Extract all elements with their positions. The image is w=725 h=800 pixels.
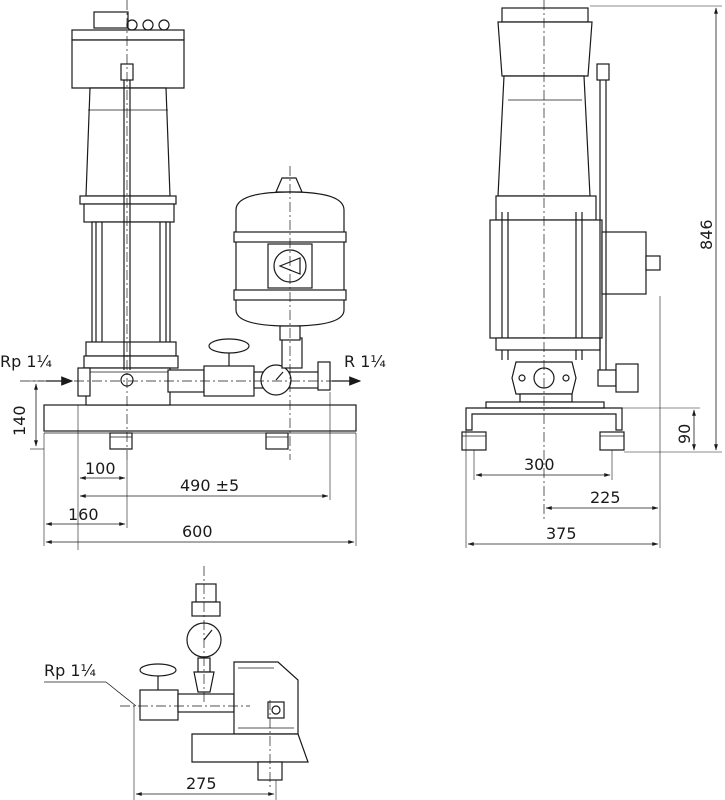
pump-hydraulic bbox=[83, 221, 179, 406]
dim-90: 90 bbox=[675, 424, 694, 444]
inlet-label: Rp 1¼ bbox=[0, 352, 52, 371]
dim-225: 225 bbox=[590, 488, 621, 507]
dim-600: 600 bbox=[182, 522, 213, 541]
front-view: Rp 1¼ R 1¼ 140 100 490 ±5 160 600 bbox=[0, 0, 386, 550]
dim-160: 160 bbox=[68, 505, 99, 524]
pump-motor bbox=[71, 11, 185, 223]
dim-275: 275 bbox=[186, 774, 217, 793]
dim-100: 100 bbox=[85, 459, 116, 478]
side-view: 846 90 300 225 375 bbox=[461, 0, 722, 548]
outlet-label: R 1¼ bbox=[344, 352, 386, 371]
dim-300: 300 bbox=[524, 455, 555, 474]
pressure-tube bbox=[120, 63, 134, 387]
base-frame bbox=[43, 404, 357, 432]
top-view: Rp 1¼ 275 bbox=[44, 566, 309, 800]
dim-490: 490 ±5 bbox=[180, 476, 239, 495]
dim-140: 140 bbox=[10, 405, 29, 436]
dim-375: 375 bbox=[546, 524, 577, 543]
dim-846: 846 bbox=[697, 219, 716, 250]
foot-left bbox=[109, 432, 133, 450]
top-inlet-label: Rp 1¼ bbox=[44, 661, 96, 680]
foot-right bbox=[265, 432, 289, 450]
